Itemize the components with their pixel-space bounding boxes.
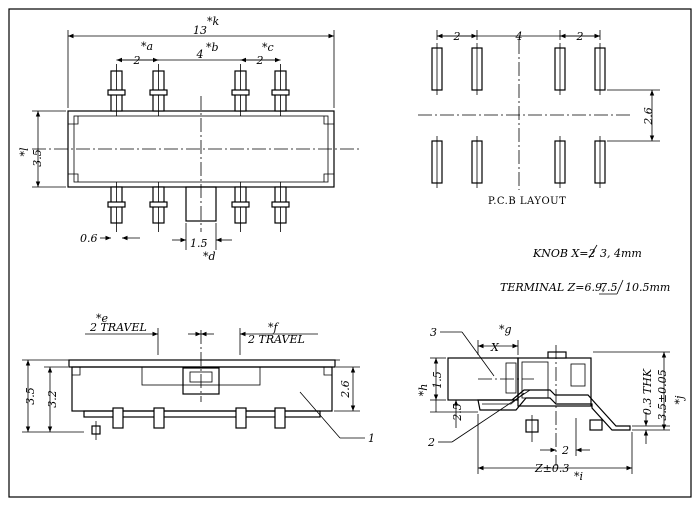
callout-1: 1	[368, 432, 375, 445]
front-view: 2 TRAVEL *e 2 TRAVEL *f 3.5 3.2 2.6 1	[22, 312, 375, 445]
dim-b-star: *b	[206, 41, 219, 54]
top-view: 13 *k 2 4 2 *a *b *c 3.5 *l 0.6 1.5 *d	[18, 15, 360, 263]
dim-d-star: *d	[203, 250, 216, 263]
front-dim-32: 3.2	[46, 390, 59, 408]
travel-left-star: *e	[96, 312, 109, 325]
travel-right-label: 2 TRAVEL	[247, 333, 305, 346]
notes: KNOB X=2 3, 4mm TERMINAL Z=6.9, 7.5 10.5…	[500, 244, 670, 295]
terminal-suffix: 10.5mm	[625, 281, 670, 294]
side-dim-2: 2	[561, 444, 569, 457]
front-dim-35: 3.5	[24, 387, 37, 405]
side-dim-15: 1.5	[431, 371, 444, 389]
dim-13: 13	[193, 24, 207, 37]
terminal-note: TERMINAL Z=6.9,	[500, 281, 605, 294]
pcb-layout-view: 2 4 2 2.6 P.C.B LAYOUT	[418, 30, 660, 207]
dim-k-star: *k	[207, 15, 220, 28]
top-pins	[107, 64, 290, 116]
callout-2: 2	[427, 436, 435, 449]
front-body	[71, 366, 333, 412]
drawing-border	[8, 8, 692, 498]
side-dim-z: Z±0.3	[534, 462, 569, 475]
dim-d-15: 1.5	[190, 237, 208, 250]
side-dim-thk: 0.3 THK	[641, 368, 654, 415]
side-view: X *g 1.5 *h 2.5 3 2 2 Z±0.3 *i	[417, 323, 686, 483]
pcb-dim-row: 2.6	[642, 107, 655, 126]
dim-a: 2	[133, 54, 141, 67]
side-dim-height: 3.5±0.05	[656, 369, 669, 420]
travel-right-star: *f	[268, 321, 280, 334]
side-dim-h-star: *h	[417, 384, 430, 397]
side-dim-x-star: *g	[499, 323, 512, 336]
terminal-mid: 7.5	[600, 281, 618, 294]
pcb-dim-middle: 4	[515, 30, 523, 43]
side-dim-x: X	[490, 341, 500, 354]
knob-note: KNOB X=2	[532, 247, 596, 260]
dim-a-star: *a	[141, 40, 153, 53]
side-dim-z-star: *i	[574, 470, 583, 483]
bottom-pins	[107, 182, 290, 232]
front-dim-26: 2.6	[339, 380, 352, 399]
pcb-dim-left: 2	[453, 30, 461, 43]
dim-b: 4	[196, 48, 204, 61]
dim-height-35: 3.5	[31, 149, 44, 167]
knob-options: 3, 4mm	[600, 247, 642, 260]
dim-lead-06: 0.6	[80, 232, 98, 245]
pcb-layout-title: P.C.B LAYOUT	[488, 196, 566, 207]
callout-3: 3	[430, 326, 437, 339]
front-knob	[182, 367, 220, 395]
side-dim-j-star: *j	[673, 395, 686, 405]
dim-l-star: *l	[18, 147, 31, 157]
pcb-dim-right: 2	[576, 30, 584, 43]
side-dim-25: 2.5	[451, 403, 464, 422]
dim-c-star: *c	[262, 41, 274, 54]
dim-c: 2	[256, 54, 264, 67]
travel-left-label: 2 TRAVEL	[89, 321, 147, 334]
